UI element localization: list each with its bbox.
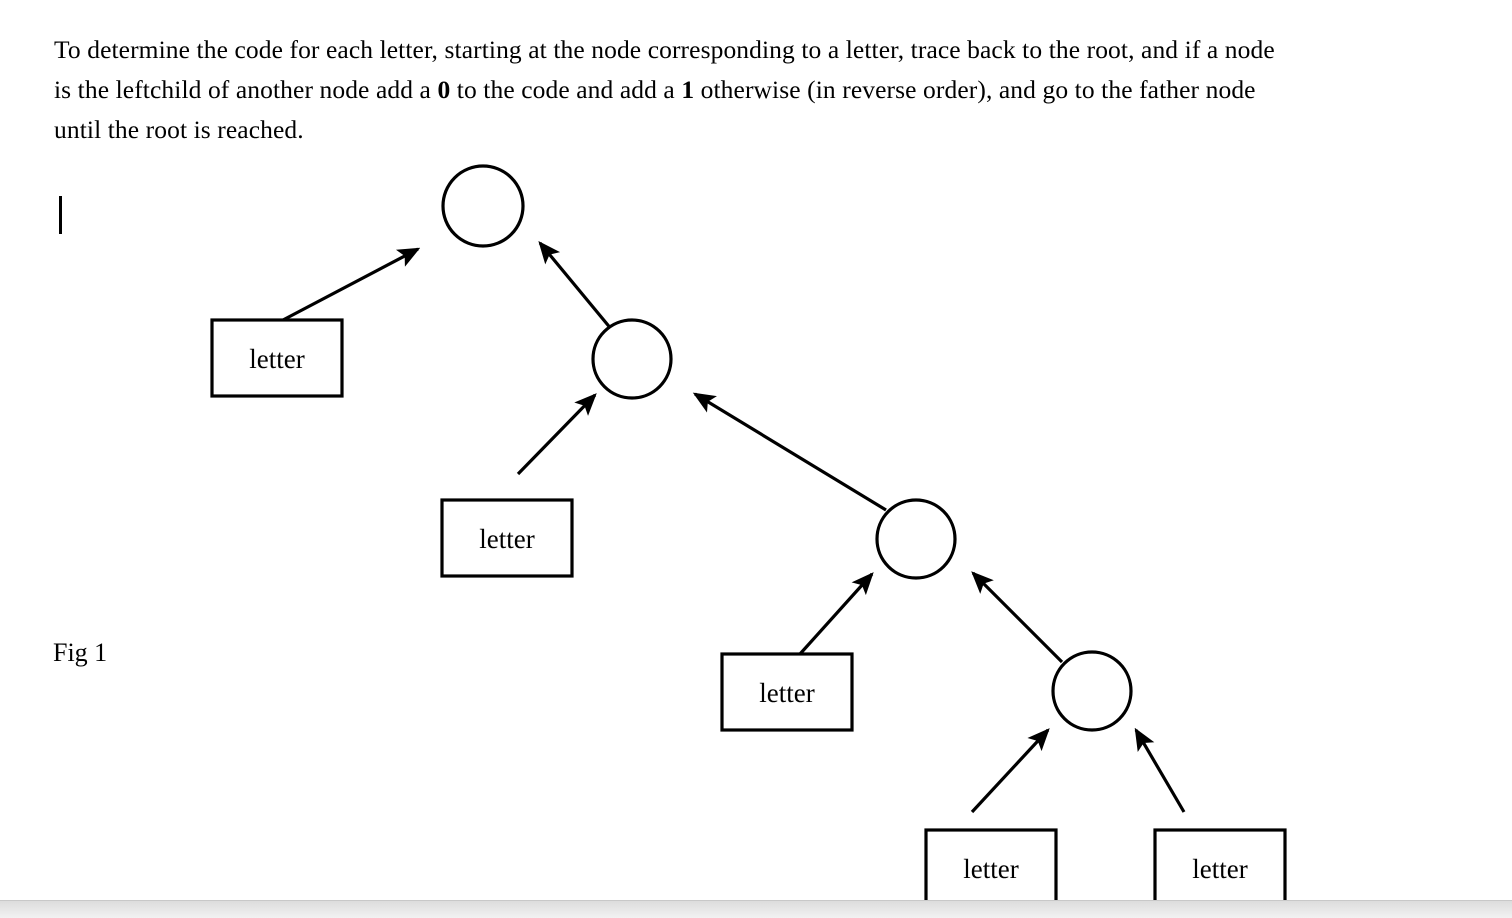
text-caret [59,196,62,234]
tree-edges-group [282,241,1186,814]
tree-edge-leaf3-to-int3 [798,572,874,656]
bottom-scrollbar[interactable] [0,900,1512,918]
figure-caption: Fig 1 [53,638,108,667]
internal-node-root [441,164,525,248]
tree-nodes-group: letter letter letter letter letter [210,164,1287,908]
leaf-label-leaf1: letter [249,344,304,374]
leaf-box-leaf1 [210,318,344,398]
tree-edge-leaf5-to-int4 [1134,727,1186,813]
leaf-label-leaf4: letter [963,854,1018,884]
leaf-label-leaf5: letter [1192,854,1247,884]
leaf-label-leaf2: letter [479,524,534,554]
paragraph-bold-token: 0 [437,74,451,104]
tree-edge-int4-to-int3 [971,571,1064,664]
paragraph-text-run: to the code and add a [450,74,682,104]
internal-node-int3 [875,498,957,580]
tree-edge-int3-to-int2 [692,392,887,512]
leaf-box-leaf3 [720,652,854,732]
tree-edge-leaf2-to-int2 [516,393,597,476]
instruction-paragraph: To determine the code for each letter, s… [54,30,1284,150]
tree-edge-leaf4-to-int4 [970,728,1050,814]
paragraph-text-run: otherwise (in reverse order), and go to … [54,74,1256,144]
leaf-box-leaf5 [1153,828,1287,908]
tree-edge-leaf1-to-root [282,247,421,322]
tree-edge-int2-to-root [538,241,614,332]
leaf-label-leaf3: letter [759,678,814,708]
paragraph-text-run: To determine the code for each letter, s… [54,34,1275,104]
internal-node-int4 [1051,650,1133,732]
paragraph-bold-token: 1 [681,74,695,104]
internal-node-int2 [591,318,673,400]
leaf-box-leaf2 [440,498,574,578]
